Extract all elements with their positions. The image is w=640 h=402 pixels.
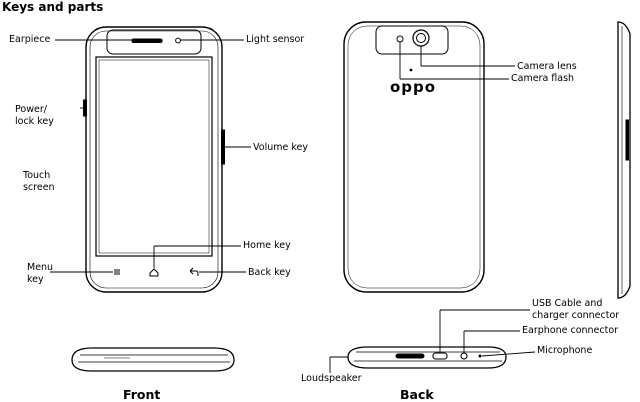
usb-connector <box>432 352 448 360</box>
side-view-phone <box>617 21 631 299</box>
oppo-brand-logo: oppo <box>389 78 437 96</box>
label-camera-lens: Camera lens <box>517 61 577 72</box>
touch-screen-inner <box>98 59 210 254</box>
caption-front: Front <box>123 387 161 402</box>
volume-key <box>221 129 225 165</box>
earphone-connector <box>460 352 468 360</box>
label-power-lock-key: Power/ lock key <box>15 104 54 127</box>
front-phone-bezel <box>89 30 219 289</box>
back-phone <box>343 21 485 293</box>
label-earpiece: Earpiece <box>9 34 51 45</box>
loudspeaker-grille <box>395 353 425 359</box>
front-bottom-edge-view <box>71 347 235 372</box>
label-touch-screen: Touch screen <box>23 170 55 193</box>
label-back-key: Back key <box>248 267 291 278</box>
camera-flash <box>396 35 404 43</box>
leader-lines <box>50 39 536 373</box>
home-key-icon <box>149 268 159 277</box>
earpiece-slot <box>131 38 163 43</box>
back-microphone-dot <box>409 68 413 72</box>
label-light-sensor: Light sensor <box>246 34 305 45</box>
back-phone-inner-edge <box>347 25 481 289</box>
label-microphone: Microphone <box>537 345 593 356</box>
caption-back: Back <box>400 387 434 402</box>
label-volume-key: Volume key <box>253 142 308 153</box>
back-camera-module <box>375 25 449 55</box>
camera-lens-inner <box>416 33 426 43</box>
label-camera-flash: Camera flash <box>511 73 575 84</box>
page-title: Keys and parts <box>2 0 104 14</box>
touch-screen-area <box>95 56 213 257</box>
label-home-key: Home key <box>243 240 291 251</box>
label-loudspeaker: Loudspeaker <box>301 373 362 384</box>
back-key-icon <box>189 267 199 276</box>
back-bottom-edge-view <box>347 346 507 369</box>
label-earphone-connector: Earphone connector <box>522 325 619 336</box>
microphone-hole <box>478 354 482 358</box>
label-usb-charger-connector: USB Cable and charger connector <box>532 298 620 321</box>
label-menu-key: Menu key <box>27 262 54 285</box>
light-sensor-dot <box>175 37 181 44</box>
power-lock-key <box>83 99 87 117</box>
back-phone-body <box>343 21 485 293</box>
camera-lens-outer <box>412 29 430 47</box>
front-camera-module <box>106 29 202 55</box>
menu-key-icon <box>114 269 120 275</box>
